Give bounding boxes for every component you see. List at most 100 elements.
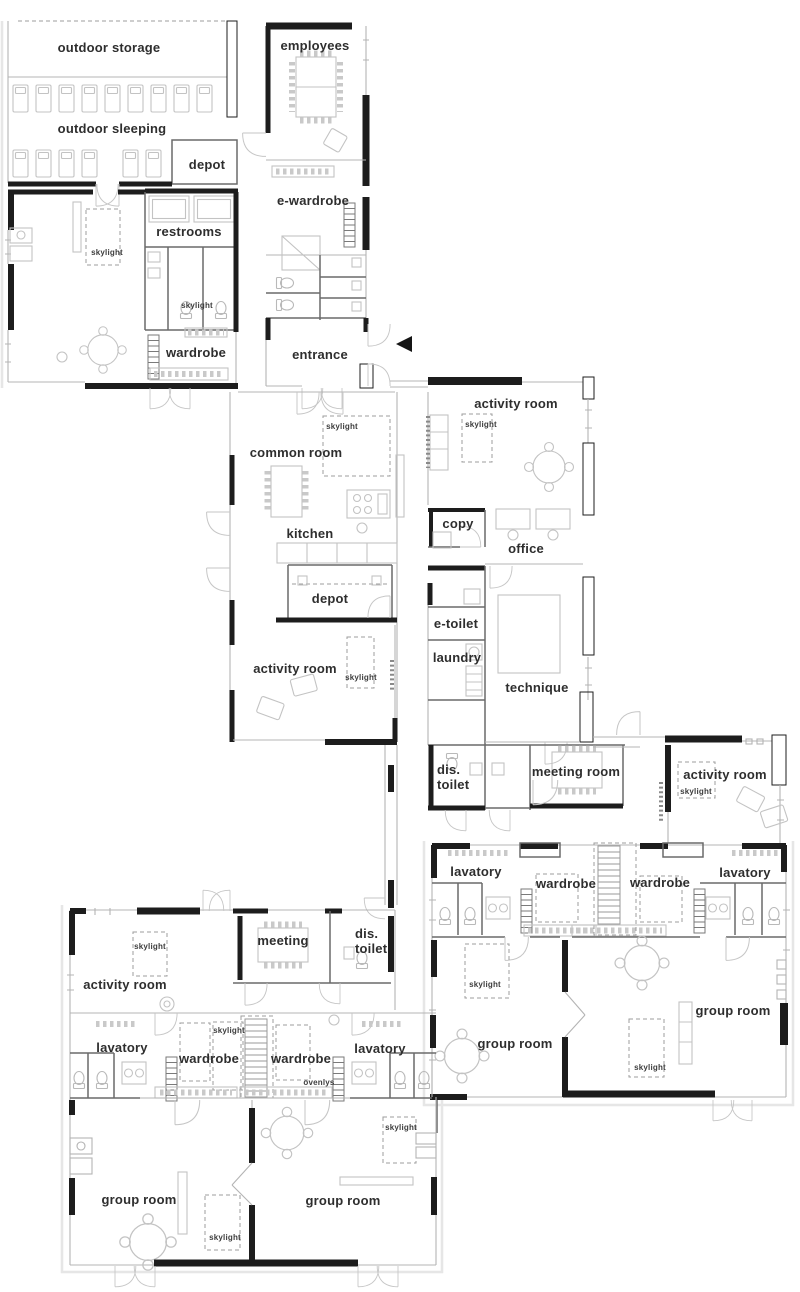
room-label-skylight-group-e1: skylight bbox=[469, 980, 501, 989]
room-label-depot-mid: depot bbox=[312, 591, 349, 606]
room-label-group-room-w2: group room bbox=[306, 1193, 381, 1208]
room-label-group-room-e1: group room bbox=[478, 1036, 553, 1051]
room-label-group-room-w1: group room bbox=[102, 1192, 177, 1207]
room-label-lavatory-e1: lavatory bbox=[450, 864, 502, 879]
room-label-lavatory-w1: lavatory bbox=[96, 1040, 148, 1055]
round-table bbox=[523, 441, 575, 493]
door-arc bbox=[488, 809, 511, 832]
entrance-arrow bbox=[396, 336, 412, 352]
toilet-icon bbox=[767, 906, 781, 926]
room-label-lavatory-w2: lavatory bbox=[354, 1041, 406, 1056]
room-e-toilet bbox=[427, 566, 486, 745]
door-arc bbox=[730, 1099, 753, 1122]
stairs-icon bbox=[597, 845, 621, 925]
room-label-outdoor-sleeping: outdoor sleeping bbox=[58, 121, 167, 136]
door-arc bbox=[244, 982, 268, 1006]
door-arc bbox=[367, 595, 391, 619]
round-table bbox=[614, 935, 670, 991]
room-label-office: office bbox=[508, 541, 544, 556]
door-arc bbox=[357, 1265, 380, 1288]
door-arc bbox=[114, 1265, 137, 1288]
door-arc bbox=[149, 387, 172, 410]
room-lavatory-w2 bbox=[328, 1014, 436, 1098]
room-activity-e bbox=[593, 711, 789, 843]
room-label-wardrobe-top: wardrobe bbox=[165, 345, 226, 360]
door-arc bbox=[616, 711, 641, 736]
room-label-wardrobe-w2: wardrobe bbox=[270, 1051, 331, 1066]
stairs-icon bbox=[244, 1018, 268, 1098]
room-label-kitchen: kitchen bbox=[287, 526, 334, 541]
door-arc bbox=[154, 1012, 178, 1036]
door-arc bbox=[376, 1265, 399, 1288]
door-arc bbox=[174, 1099, 201, 1126]
play-table bbox=[79, 326, 127, 374]
sink-icon bbox=[351, 1061, 377, 1085]
room-label-laundry: laundry bbox=[433, 650, 482, 665]
employees-table bbox=[289, 50, 343, 124]
toilet-icon bbox=[275, 276, 295, 290]
corridor-sw bbox=[363, 745, 398, 920]
toilet-icon bbox=[393, 1070, 407, 1090]
room-meeting bbox=[233, 911, 331, 1006]
room-label-skylight-group-w1: skylight bbox=[209, 1233, 241, 1242]
room-label-e-toilet: e-toilet bbox=[434, 616, 479, 631]
room-label-skylight-group-w2: skylight bbox=[385, 1123, 417, 1132]
room-label-meeting: meeting bbox=[257, 933, 308, 948]
room-lavatory-w1 bbox=[70, 1021, 178, 1102]
door-arc bbox=[168, 387, 191, 410]
room-label-entrance: entrance bbox=[292, 347, 348, 362]
room-label-employees: employees bbox=[280, 38, 349, 53]
toilet-icon bbox=[72, 1070, 86, 1090]
door-arc bbox=[363, 897, 386, 920]
kitchen-counter bbox=[276, 489, 398, 564]
sink-icon bbox=[485, 896, 511, 920]
toilet-icon bbox=[214, 300, 228, 320]
door-arc bbox=[725, 936, 750, 961]
room-label-skylight-activity-mid: skylight bbox=[345, 673, 377, 682]
room-label-skylight-activity-ne: skylight bbox=[465, 420, 497, 429]
room-label-wardrobe-w1: wardrobe bbox=[178, 1051, 239, 1066]
room-label-skylight-activity-e: skylight bbox=[680, 787, 712, 796]
door-arc bbox=[301, 387, 324, 410]
common-table bbox=[264, 465, 309, 518]
row-dis-toilet-meeting bbox=[428, 744, 625, 832]
room-label-skylight-group-e2: skylight bbox=[634, 1063, 666, 1072]
play-mat bbox=[759, 804, 789, 829]
door-arc bbox=[532, 779, 559, 806]
locker-icon bbox=[520, 888, 533, 934]
room-lavatory-e1 bbox=[432, 882, 533, 935]
room-label-activity-room-sw: activity room bbox=[83, 977, 167, 992]
room-label-skylight-wardrobe-w: skylight bbox=[213, 1026, 245, 1035]
room-depot-mid bbox=[276, 564, 397, 623]
door-arc bbox=[367, 363, 391, 387]
room-label-skylight-restrooms: skylight bbox=[181, 301, 213, 310]
room-dis-toilet-sw bbox=[318, 916, 394, 1005]
room-label-activity-room-e: activity room bbox=[683, 767, 767, 782]
sink-icon bbox=[705, 896, 731, 920]
door-arc bbox=[296, 391, 320, 415]
play-mat bbox=[735, 785, 766, 813]
building-left bbox=[5, 188, 239, 410]
shelf-icon bbox=[343, 202, 356, 248]
play-mat bbox=[289, 673, 319, 697]
room-label-outdoor-storage: outdoor storage bbox=[58, 40, 161, 55]
toilet-icon bbox=[275, 298, 295, 312]
building-entrance bbox=[242, 22, 428, 410]
kitchenette bbox=[9, 227, 33, 262]
room-lavatory-e2 bbox=[700, 882, 786, 935]
door-arc bbox=[208, 889, 231, 912]
building-common bbox=[206, 391, 405, 745]
door-arc bbox=[367, 323, 391, 347]
toilet-icon bbox=[438, 906, 452, 926]
room-label-skylight-activity-sw: skylight bbox=[134, 942, 166, 951]
room-label-common-room: common room bbox=[250, 445, 342, 460]
room-label-activity-room-ne: activity room bbox=[474, 396, 558, 411]
room-label-activity-room-mid: activity room bbox=[253, 661, 337, 676]
wing-east bbox=[429, 842, 790, 1133]
room-office bbox=[428, 508, 583, 589]
room-label-technique: technique bbox=[505, 680, 568, 695]
room-label-dis-toilet-mid: dis.toilet bbox=[437, 762, 470, 792]
room-label-meeting-room: meeting room bbox=[532, 764, 620, 779]
